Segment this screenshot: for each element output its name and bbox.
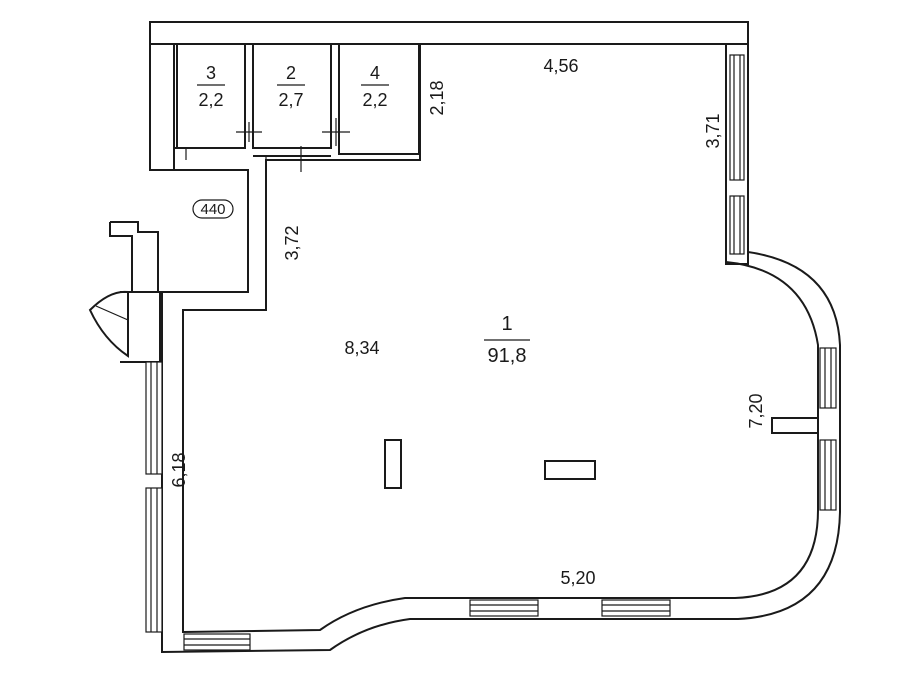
- room-2-number: 2: [286, 63, 296, 83]
- small-room-labels: 3 2,2 2 2,7 4 2,2: [197, 63, 389, 110]
- marker-label: 440: [200, 201, 225, 218]
- dim-right-curve: 7,20: [746, 393, 766, 428]
- marker: 440: [192, 199, 234, 219]
- dim-right-upper: 3,71: [703, 113, 723, 148]
- dimension-labels: 4,56 3,71 2,18 3,72 8,34 7,20 6,18 5,20: [169, 56, 766, 588]
- dim-left-wall: 6,18: [169, 452, 189, 487]
- room-1-number: 1: [501, 313, 512, 335]
- closet-block: [174, 43, 420, 172]
- room-1-area: 91,8: [488, 345, 527, 367]
- main-room-label: 1 91,8: [484, 313, 530, 367]
- dim-bottom-wall: 5,20: [560, 568, 595, 588]
- windows: [145, 54, 837, 651]
- dim-corridor: 3,72: [282, 225, 302, 260]
- dim-top-wall: 4,56: [543, 56, 578, 76]
- room-4-area: 2,2: [362, 90, 387, 110]
- room-2-area: 2,7: [278, 90, 303, 110]
- columns: [384, 417, 819, 489]
- room-4-number: 4: [370, 63, 380, 83]
- room-3-number: 3: [206, 63, 216, 83]
- wall-stub: [771, 417, 819, 434]
- entrance-element: [88, 221, 161, 363]
- column-1: [384, 439, 402, 489]
- dim-closet-depth: 2,18: [427, 80, 447, 115]
- room-3-area: 2,2: [198, 90, 223, 110]
- dim-inner: 8,34: [344, 338, 379, 358]
- column-2: [544, 460, 596, 480]
